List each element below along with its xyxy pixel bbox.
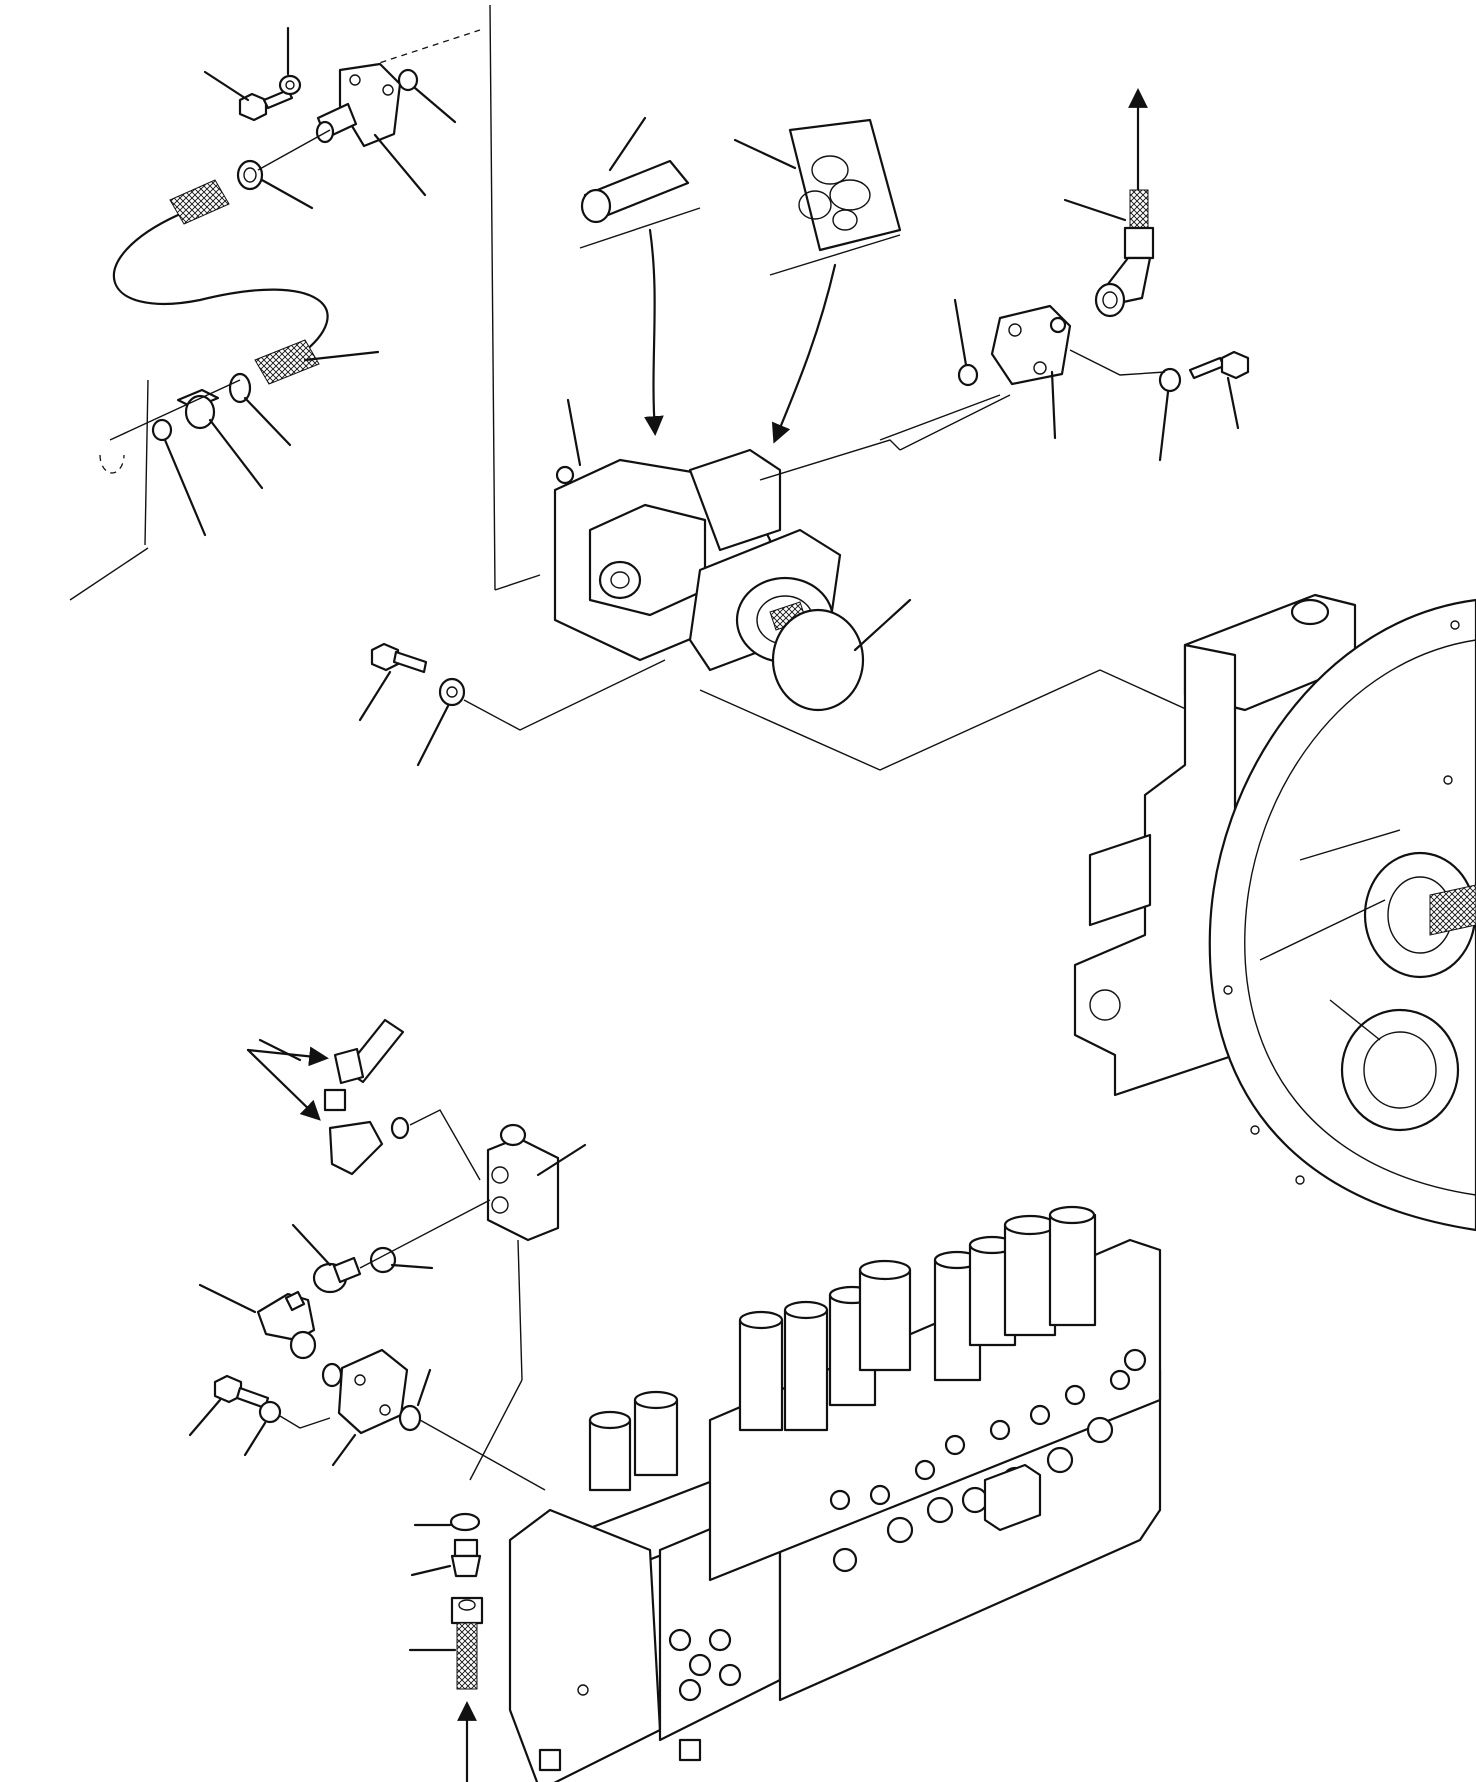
port-axis	[1069, 349, 1166, 376]
stack-o-ring	[413, 1512, 481, 1532]
valve-flange	[321, 1348, 409, 1467]
elbow-axis	[409, 1109, 481, 1181]
engine-flywheel-housing	[1073, 593, 1476, 1232]
valve-elbow	[198, 1283, 317, 1360]
connector-nut	[236, 159, 314, 210]
port-outline	[99, 454, 125, 474]
gear-pump-assembly	[358, 116, 1211, 771]
port-o-ring	[953, 298, 979, 387]
bracket-line	[144, 379, 149, 546]
valve-bolt-hole	[577, 1684, 589, 1696]
valve-drop-diag	[469, 1379, 523, 1481]
sensor-flange	[315, 62, 427, 197]
pump-axis-ext	[899, 394, 1011, 451]
pressure-port-assembly	[879, 88, 1250, 462]
port-nut	[1094, 282, 1126, 318]
sensor-assembly	[69, 4, 541, 601]
adapter	[291, 1223, 362, 1294]
pump-washer	[416, 677, 466, 767]
port-axis-link	[879, 394, 1001, 441]
assembly-boundary-line	[489, 4, 496, 591]
valve-drop-line	[517, 1239, 523, 1381]
elbow-adapter	[176, 388, 264, 490]
hose-upper-fitting	[169, 179, 230, 225]
adapter-axis	[359, 1199, 491, 1269]
port-washer	[1158, 367, 1182, 462]
bracket-hatch	[69, 547, 149, 601]
seal-kit	[733, 118, 902, 276]
axis-line	[257, 129, 331, 171]
check-valve-block	[486, 1123, 587, 1242]
plug-arrow	[644, 228, 664, 436]
mount-axis	[699, 669, 1211, 771]
hose-line	[112, 213, 329, 357]
valve-bolt	[188, 1374, 270, 1437]
o-ring	[397, 68, 457, 124]
pump-axis	[759, 439, 901, 481]
pump-o-ring	[771, 598, 912, 712]
adapter-o-ring	[369, 1246, 434, 1274]
spool-caps	[588, 1205, 1097, 1492]
elbow-nut	[228, 372, 292, 447]
leader-dashed	[369, 29, 481, 67]
bolt-link	[279, 1415, 331, 1429]
pump-bolt	[358, 642, 428, 722]
plug	[579, 116, 701, 249]
valve-foot-left	[538, 1748, 562, 1772]
elbow-arrow-1	[246, 1046, 329, 1067]
elbow-arrow-2	[246, 1048, 321, 1121]
valve-plate	[983, 1463, 1042, 1532]
control-valve-fittings	[188, 1018, 587, 1782]
flange-axis	[419, 1419, 546, 1491]
elbow-o-ring	[151, 418, 207, 537]
valve-foot-right	[678, 1738, 702, 1762]
control-valve	[508, 1205, 1162, 1782]
port-flange	[990, 304, 1072, 440]
valve-washer	[243, 1400, 282, 1457]
bolt-axis	[463, 659, 666, 731]
assembly-boundary-foot	[494, 574, 541, 591]
hose-lower-fitting	[254, 339, 380, 385]
axis-line-lower	[109, 379, 241, 441]
elbow-hose	[258, 1018, 405, 1176]
elbow-o-ring-small	[390, 1116, 410, 1140]
bolt	[203, 70, 294, 122]
port-bolt	[1188, 350, 1250, 430]
stack-hose	[408, 1596, 484, 1690]
seal-kit-arrow	[771, 263, 837, 444]
washer	[278, 26, 302, 96]
stack-nipple	[410, 1538, 482, 1578]
valve-flange-o-ring	[398, 1368, 432, 1432]
